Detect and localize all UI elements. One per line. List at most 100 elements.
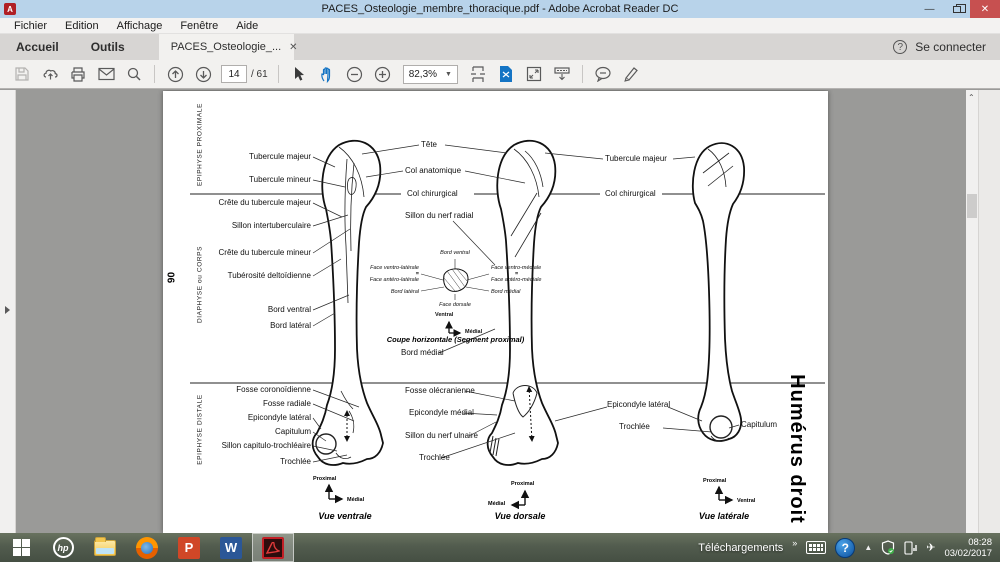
- airplane-mode-icon[interactable]: ✈: [926, 542, 936, 554]
- search-button[interactable]: [120, 62, 148, 86]
- select-tool-button[interactable]: [285, 62, 313, 86]
- xs-ventral: Ventral: [435, 312, 454, 318]
- print-button[interactable]: [64, 62, 92, 86]
- caption-vue-ventrale: Vue ventrale: [318, 511, 372, 521]
- fullscreen-button[interactable]: [520, 62, 548, 86]
- clock-time: 08:28: [968, 536, 992, 548]
- security-shield-icon[interactable]: [881, 540, 895, 555]
- hp-support-button[interactable]: hp: [42, 533, 84, 562]
- previous-page-button[interactable]: [161, 62, 189, 86]
- page-down-icon: [195, 66, 211, 82]
- navigation-pane-collapsed[interactable]: [0, 90, 16, 533]
- label-tuberosite-deltoidienne: Tubérosité deltoïdienne: [227, 271, 311, 280]
- tab-accueil[interactable]: Accueil: [16, 40, 59, 54]
- hand-tool-button[interactable]: [313, 62, 341, 86]
- save-button[interactable]: [8, 62, 36, 86]
- file-explorer-button[interactable]: [84, 533, 126, 562]
- downloads-toolbar-label[interactable]: Téléchargements: [698, 541, 784, 554]
- compass-proximal-laterale: Proximal: [703, 478, 727, 484]
- zoom-out-icon: [347, 66, 363, 82]
- humerus-lateral-drawing: [691, 142, 746, 442]
- word-button[interactable]: W: [210, 533, 252, 562]
- tab-outils[interactable]: Outils: [90, 40, 125, 54]
- highlighter-icon: [624, 67, 638, 82]
- firefox-icon: [136, 536, 158, 559]
- window-title: PACES_Osteologie_membre_thoracique.pdf -…: [321, 3, 679, 15]
- menu-bar: Fichier Edition Affichage Fenêtre Aide: [0, 18, 1000, 34]
- hp-logo-icon: hp: [52, 537, 74, 558]
- label-sillon-nerf-radial: Sillon du nerf radial: [405, 211, 474, 220]
- vertical-scrollbar[interactable]: ⌃: [966, 90, 978, 533]
- zoom-out-button[interactable]: [341, 62, 369, 86]
- xs-equals-left: =: [415, 271, 419, 277]
- menu-fenetre[interactable]: Fenêtre: [180, 19, 219, 32]
- label-tete: Tête: [421, 140, 438, 149]
- tab-document[interactable]: PACES_Osteologie_... ✕: [158, 34, 298, 60]
- menu-edition[interactable]: Edition: [65, 19, 99, 32]
- main-toolbar: 14 / 61 82,3% ▼: [0, 60, 1000, 89]
- menu-aide[interactable]: Aide: [236, 19, 259, 32]
- zoom-level-dropdown[interactable]: 82,3% ▼: [402, 64, 458, 84]
- label-fosse-coronoidienne: Fosse coronoïdienne: [236, 385, 311, 394]
- sign-in-link[interactable]: Se connecter: [915, 40, 986, 54]
- xs-face-ventro-mediale: Face ventro-médiale: [491, 265, 542, 271]
- xs-equals-right: =: [515, 271, 519, 277]
- label-col-chirurgical-right: Col chirurgical: [603, 189, 658, 198]
- taskbar-clock[interactable]: 08:28 03/02/2017: [944, 537, 992, 559]
- powerpoint-button[interactable]: P: [168, 533, 210, 562]
- zoom-in-icon: [375, 66, 391, 82]
- touch-keyboard-icon[interactable]: [806, 541, 827, 554]
- toolbar-separator: [154, 65, 155, 83]
- start-button[interactable]: [0, 533, 42, 562]
- comment-button[interactable]: [589, 62, 617, 86]
- scrollbar-thumb[interactable]: [967, 194, 977, 218]
- acrobat-app-icon: A: [4, 3, 16, 15]
- xs-bord-ventral: Bord ventral: [440, 250, 470, 256]
- restore-button[interactable]: [943, 0, 970, 18]
- acrobat-taskbar-button[interactable]: [252, 533, 294, 562]
- firefox-button[interactable]: [126, 533, 168, 562]
- share-button[interactable]: [36, 62, 64, 86]
- label-col-chirurgical-mid: Col chirurgical: [405, 189, 460, 198]
- pdf-page: 90 EPIPHYSE PROXIMALE DIAPHYSE ou CORPS …: [163, 91, 828, 533]
- tab-close-icon[interactable]: ✕: [289, 41, 298, 53]
- caption-vue-dorsale: Vue dorsale: [494, 511, 546, 521]
- page-total-label: / 61: [251, 68, 268, 80]
- xs-face-antero-mediale: Face antéro-médiale: [491, 277, 542, 283]
- expand-pane-icon[interactable]: [5, 306, 10, 314]
- xs-bord-lateral: Bord latéral: [390, 289, 419, 295]
- tools-pane-collapsed[interactable]: [978, 90, 1000, 533]
- close-button[interactable]: ✕: [970, 0, 1000, 18]
- label-fosse-olecranienne: Fosse olécranienne: [405, 386, 475, 395]
- label-tubercule-majeur: Tubercule majeur: [249, 152, 311, 161]
- label-coupe-horizontale: Coupe horizontale (Segment proximal): [386, 335, 525, 344]
- tray-overflow-icon[interactable]: ▲: [864, 543, 873, 552]
- label-tubercule-mineur: Tubercule mineur: [249, 175, 311, 184]
- page-scroll-icon: [470, 65, 485, 82]
- page-number-input[interactable]: 14: [221, 65, 247, 83]
- scrolling-mode-button[interactable]: [464, 62, 492, 86]
- label-tubercule-majeur-right: Tubercule majeur: [605, 154, 667, 163]
- leader-lines: [312, 144, 740, 463]
- minimize-button[interactable]: —: [924, 3, 935, 15]
- next-page-button[interactable]: [189, 62, 217, 86]
- clock-date: 03/02/2017: [944, 547, 992, 559]
- scroll-up-icon[interactable]: ⌃: [968, 93, 975, 102]
- hp-help-icon[interactable]: ?: [835, 537, 856, 558]
- help-icon[interactable]: ?: [893, 40, 908, 54]
- email-button[interactable]: [92, 62, 120, 86]
- powerpoint-icon: P: [178, 536, 200, 559]
- tab-bar: Accueil Outils PACES_Osteologie_... ✕ ? …: [0, 34, 1000, 60]
- envelope-icon: [97, 67, 115, 81]
- label-sillon-nerf-ulnaire: Sillon du nerf ulnaire: [405, 431, 478, 440]
- reading-mode-button[interactable]: [548, 62, 576, 86]
- chevron-expand-icon[interactable]: »: [792, 537, 798, 548]
- fit-page-button[interactable]: [492, 62, 520, 86]
- menu-affichage[interactable]: Affichage: [116, 19, 163, 32]
- zoom-in-button[interactable]: [369, 62, 397, 86]
- device-status-icon[interactable]: [904, 540, 917, 555]
- comment-icon: [595, 66, 611, 82]
- label-fosse-radiale: Fosse radiale: [262, 399, 311, 408]
- menu-fichier[interactable]: Fichier: [14, 19, 48, 32]
- highlight-button[interactable]: [617, 62, 645, 86]
